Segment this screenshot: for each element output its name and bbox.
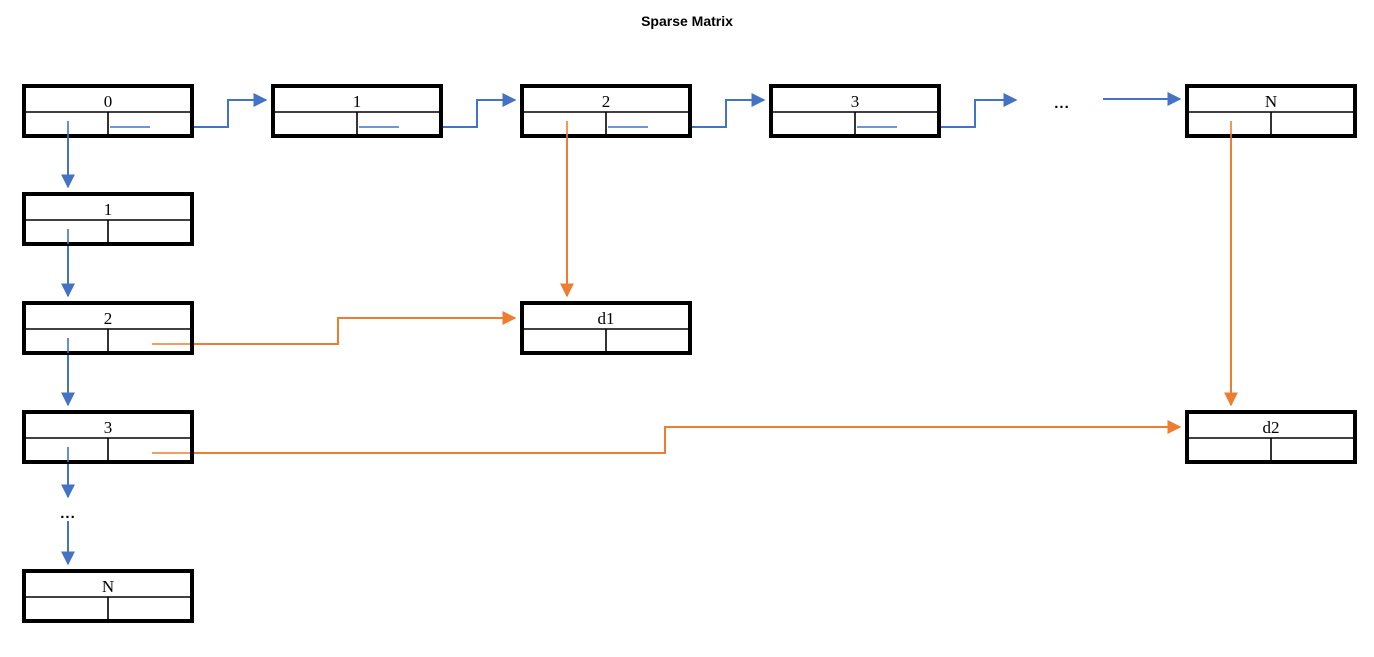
node-label: N <box>1265 92 1277 111</box>
node-label: N <box>102 577 114 596</box>
node-cN[interactable]: N <box>22 569 194 623</box>
node-c3[interactable]: 3 <box>22 410 194 464</box>
node-h1[interactable]: 1 <box>271 84 443 138</box>
node-label: 2 <box>104 309 113 328</box>
node-c1[interactable]: 1 <box>22 192 194 246</box>
node-h2[interactable]: 2 <box>520 84 692 138</box>
node-label: d2 <box>1263 418 1280 437</box>
node-label: 3 <box>104 418 113 437</box>
top-chain-ellipsis: ... <box>1054 95 1070 112</box>
node-label: 0 <box>104 92 113 111</box>
page-title: Sparse Matrix <box>641 13 733 29</box>
edge-c3-d2 <box>152 420 1182 454</box>
node-label: 1 <box>353 92 362 111</box>
node-c2[interactable]: 2 <box>22 301 194 355</box>
node-label: 3 <box>851 92 860 111</box>
edge-c2-d1 <box>152 311 517 345</box>
pointer-stubs <box>566 121 1232 140</box>
node-d1[interactable]: d1 <box>520 301 692 355</box>
node-label: 1 <box>104 200 113 219</box>
node-d2[interactable]: d2 <box>1185 410 1357 464</box>
node-h0[interactable]: 0 <box>22 84 194 158</box>
node-h3[interactable]: 3 <box>769 84 941 138</box>
left-chain-ellipsis: ... <box>60 505 76 522</box>
node-label: d1 <box>598 309 615 328</box>
node-hN[interactable]: N <box>1185 84 1357 138</box>
data-link-connectors <box>152 115 1238 454</box>
node-label: 2 <box>602 92 611 111</box>
